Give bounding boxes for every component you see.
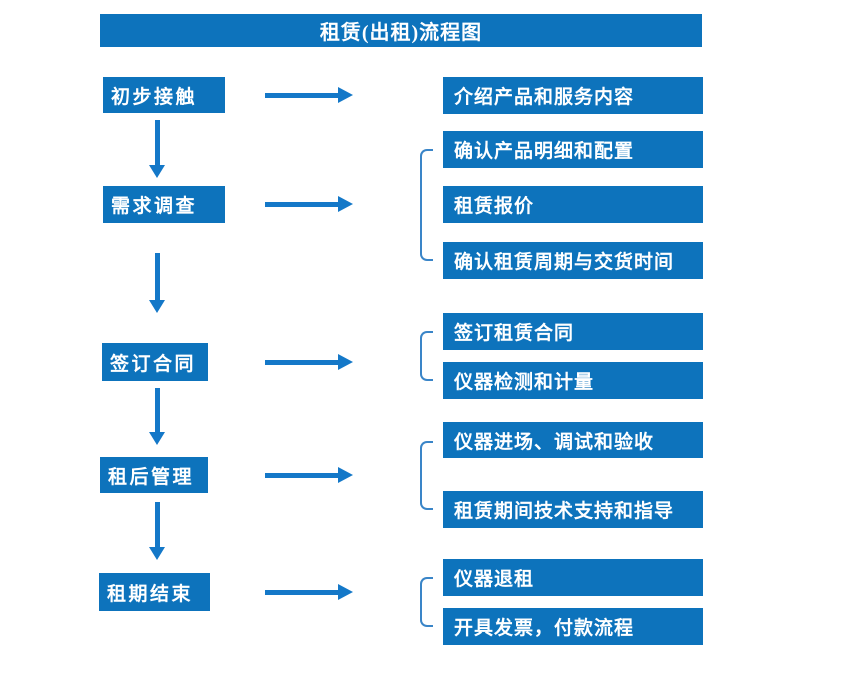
stage3-to-stage4-arrow (149, 388, 165, 445)
arrow-shaft (265, 201, 338, 207)
arrow-head (338, 196, 353, 212)
stage-box-post-rental-management: 租后管理 (100, 457, 208, 493)
arrow-head (338, 354, 353, 370)
arrow-shaft (265, 589, 338, 595)
output-box-instrument-return: 仪器退租 (443, 559, 703, 596)
arrow-head (338, 467, 353, 483)
arrow-shaft (154, 388, 160, 432)
arrow-head (338, 87, 353, 103)
arrow-head (149, 432, 165, 445)
arrow-head (338, 584, 353, 600)
output-box-instrument-testing: 仪器检测和计量 (443, 362, 703, 399)
stage5-output-arrow (265, 584, 353, 600)
stage2-output-arrow (265, 196, 353, 212)
flowchart-title-banner: 租赁(出租)流程图 (100, 14, 702, 47)
stage-box-rental-end: 租期结束 (99, 573, 210, 611)
output-box-confirm-rental-period: 确认租赁周期与交货时间 (443, 242, 703, 279)
output-box-confirm-product-details: 确认产品明细和配置 (443, 131, 703, 168)
output-box-invoice-payment: 开具发票，付款流程 (443, 608, 703, 645)
stage3-outputs-bracket (420, 331, 433, 381)
output-box-instrument-setup-acceptance: 仪器进场、调试和验收 (443, 422, 703, 458)
stage5-outputs-bracket (420, 577, 433, 627)
arrow-shaft (265, 359, 338, 365)
stage2-to-stage3-arrow (149, 253, 165, 313)
output-box-technical-support: 租赁期间技术支持和指导 (443, 491, 703, 528)
output-box-sign-rental-contract: 签订租赁合同 (443, 313, 703, 350)
arrow-shaft (154, 253, 160, 300)
stage1-to-stage2-arrow (149, 120, 165, 178)
arrow-head (149, 547, 165, 560)
stage-box-demand-survey: 需求调查 (103, 186, 225, 223)
stage3-output-arrow (265, 354, 353, 370)
stage-box-initial-contact: 初步接触 (103, 77, 225, 113)
stage2-outputs-bracket (420, 149, 433, 261)
stage1-output-arrow (265, 87, 353, 103)
arrow-shaft (265, 92, 338, 98)
arrow-head (149, 165, 165, 178)
stage4-outputs-bracket (420, 441, 433, 510)
stage4-to-stage5-arrow (149, 502, 165, 560)
stage-box-sign-contract: 签订合同 (102, 343, 208, 381)
output-box-rental-quotation: 租赁报价 (443, 186, 703, 223)
output-box-introduce-products: 介绍产品和服务内容 (443, 77, 703, 114)
arrow-shaft (154, 120, 160, 165)
arrow-shaft (154, 502, 160, 547)
arrow-shaft (265, 472, 338, 478)
stage4-output-arrow (265, 467, 353, 483)
flowchart-title: 租赁(出租)流程图 (319, 22, 483, 44)
arrow-head (149, 300, 165, 313)
